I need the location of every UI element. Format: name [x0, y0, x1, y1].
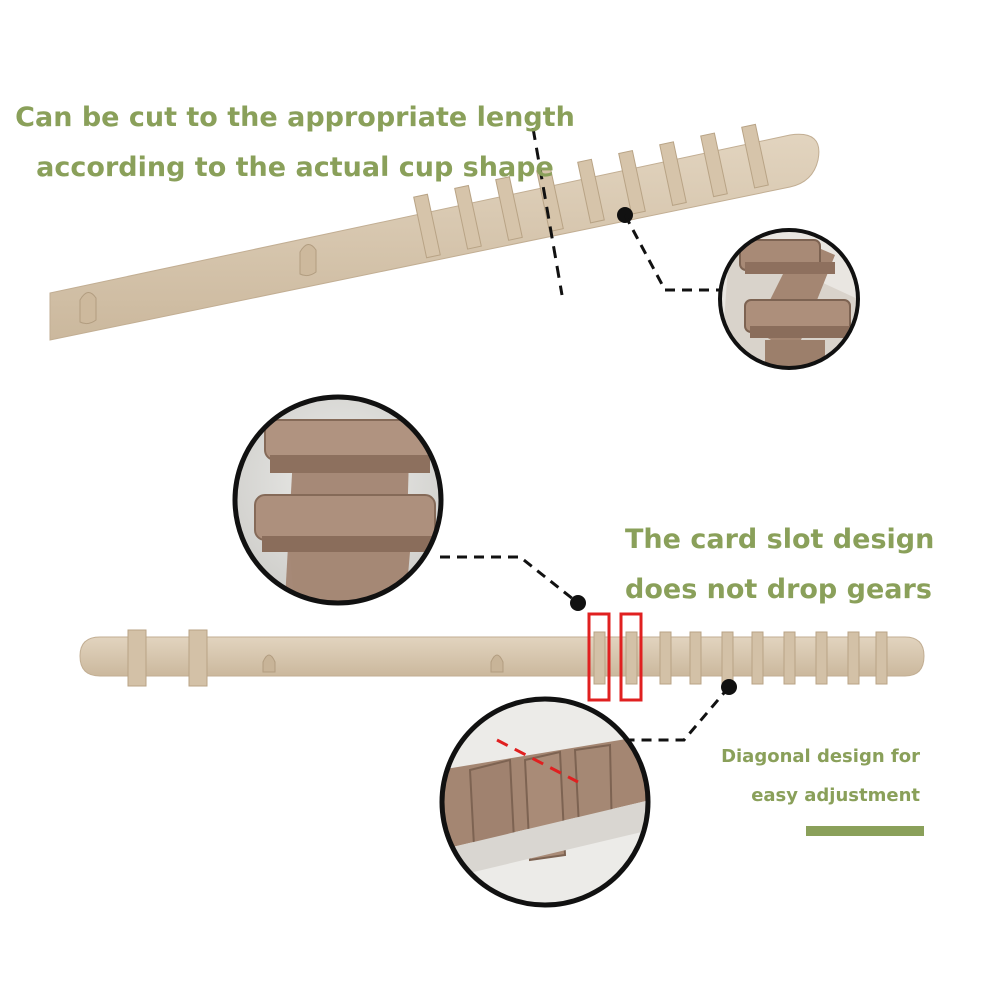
leader-dot-2 — [570, 595, 586, 611]
top-strap-rib — [741, 123, 769, 189]
leader-line-1 — [623, 214, 722, 292]
top-strap-rib — [413, 193, 441, 259]
bottom-strap-rib — [659, 631, 672, 685]
closeup-circle-diagonal — [439, 696, 651, 908]
bottom-strap — [79, 629, 925, 687]
bottom-strap-rib — [751, 631, 764, 685]
bottom-strap-rib — [783, 631, 796, 685]
bottom-strap-rib — [689, 631, 702, 685]
closeup-circle-card-slot — [232, 394, 444, 606]
caption-card-slot: The card slot design does not drop gears — [625, 515, 935, 615]
bottom-strap-ribs — [593, 631, 888, 685]
caption-cut-length-line1: Can be cut to the appropriate length — [15, 102, 575, 133]
top-strap — [49, 123, 820, 341]
caption-diagonal-line1: Diagonal design for — [721, 746, 920, 767]
top-strap-rib — [659, 141, 687, 206]
top-strap-rib — [454, 184, 482, 250]
caption-card-slot-line1: The card slot design — [625, 524, 935, 555]
top-strap-rib — [577, 158, 605, 224]
bottom-strap-rib — [847, 631, 860, 685]
top-strap-rib — [495, 176, 523, 241]
caption-cut-length: Can be cut to the appropriate length acc… — [0, 93, 590, 193]
leader-line-2 — [440, 555, 579, 605]
top-strap-rib — [618, 149, 646, 215]
accent-bar — [806, 826, 924, 836]
closeup-circle-ribs — [718, 228, 860, 370]
top-strap-rib — [700, 132, 728, 198]
cut-line-marker — [531, 127, 564, 296]
caption-diagonal: Diagonal design for easy adjustment — [700, 737, 920, 815]
leader-line-3 — [628, 686, 731, 742]
bottom-strap-rib — [593, 631, 606, 685]
top-strap-rib — [536, 167, 564, 233]
slot-highlight-2 — [619, 612, 643, 702]
bottom-strap-rib — [815, 631, 828, 685]
slot-highlight-1 — [587, 612, 611, 702]
bottom-strap-rib — [875, 631, 888, 685]
diagonal-red-dashes — [496, 738, 579, 784]
top-strap-ribs — [413, 123, 769, 259]
bottom-strap-rib — [721, 631, 734, 685]
caption-diagonal-line2: easy adjustment — [751, 785, 920, 806]
caption-cut-length-line2: according to the actual cup shape — [36, 152, 554, 183]
bottom-strap-rib — [625, 631, 638, 685]
caption-card-slot-line2: does not drop gears — [625, 574, 932, 605]
